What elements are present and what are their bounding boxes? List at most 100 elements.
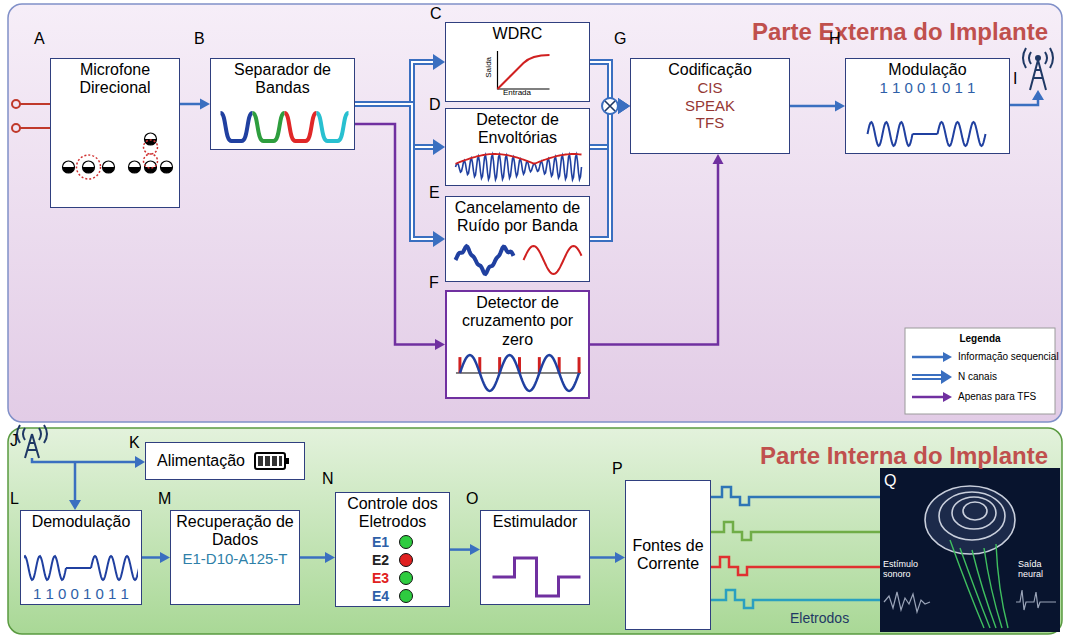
box-title: Detector de Envoltórias xyxy=(449,111,586,148)
stimulator-box: Estimulador xyxy=(480,510,590,605)
box-illustration xyxy=(214,107,351,147)
box-title: Modulação xyxy=(888,61,966,79)
band-splitter-box: Separador de Bandas xyxy=(210,58,355,150)
multi-channel-arrow xyxy=(590,62,630,114)
box-detail: E3 xyxy=(372,570,389,586)
drawn-path xyxy=(996,544,1008,628)
drawn-path xyxy=(938,122,986,146)
drawn-rect xyxy=(272,456,277,466)
mic-drawing xyxy=(54,105,176,205)
alim-drawing xyxy=(253,450,293,472)
box-detail: E1 xyxy=(372,534,389,550)
electrode-status-dot xyxy=(399,535,413,549)
axis-label: Entrada xyxy=(503,89,531,98)
arrow-line-core xyxy=(590,106,618,239)
drawn-path xyxy=(711,487,880,505)
antenna-arrowhead xyxy=(1032,90,1044,100)
sequential-arrow xyxy=(450,544,480,555)
box-title: Separador de Bandas xyxy=(214,61,351,98)
demodulation-box: Demodulação1 1 0 0 1 0 1 1 xyxy=(20,510,142,605)
drawn-ellipse xyxy=(939,492,1005,540)
arrowhead-demod xyxy=(69,500,81,510)
internal-panel: Parte Interna do ImplanteAlimentaçãoDemo… xyxy=(8,428,1062,634)
arrowhead xyxy=(618,98,630,114)
drawn-line xyxy=(578,357,581,373)
callout-letter: H xyxy=(829,30,841,48)
modulation-box: Modulação1 1 0 0 1 0 1 1 xyxy=(845,58,1010,154)
arrow-line xyxy=(450,548,470,551)
drawn-circle xyxy=(129,161,141,173)
arrowhead xyxy=(618,98,630,114)
drawn-path xyxy=(221,113,253,141)
drawn-path xyxy=(456,154,582,179)
drawn-path xyxy=(711,557,880,575)
arrow-line xyxy=(590,164,718,345)
arrow-line xyxy=(590,556,615,559)
callout-letter: G xyxy=(614,30,626,48)
coding-box: CodificaçãoCISSPEAKTFS xyxy=(630,58,790,154)
callout-letter: A xyxy=(34,30,45,48)
drawn-rect xyxy=(265,456,270,466)
drawn-circle xyxy=(161,161,173,173)
antenna-in xyxy=(17,425,47,458)
caption-label: Eletrodos xyxy=(790,611,849,626)
box-illustration xyxy=(253,450,293,472)
box-detail: SPEAK xyxy=(685,97,735,114)
electrode-row: E1 xyxy=(372,534,413,550)
legend-text: Informação sequencial xyxy=(958,351,1059,362)
arrowhead-alim xyxy=(135,456,145,468)
box-illustration xyxy=(449,241,586,279)
callout-letter: B xyxy=(194,30,205,48)
drawn-path xyxy=(129,167,141,173)
drawn-circle xyxy=(144,140,158,154)
estim-drawing xyxy=(484,552,586,602)
legend-samples xyxy=(912,352,952,402)
sep-drawing xyxy=(214,107,351,147)
callout-letter: K xyxy=(129,434,140,452)
arrow-line xyxy=(142,556,160,559)
drawn-path xyxy=(317,113,349,141)
drawn-path xyxy=(1030,60,1046,90)
arrowhead xyxy=(200,99,210,110)
drawn-circle xyxy=(145,133,157,145)
box-detail: E2 xyxy=(372,552,389,568)
callout-letter: O xyxy=(466,490,478,508)
box-detail: E1-D10-A125-T xyxy=(182,550,287,567)
drawn-line xyxy=(912,396,944,399)
drawn-circle xyxy=(145,161,157,173)
sequential-arrow xyxy=(790,101,845,112)
arrowhead xyxy=(325,552,335,563)
box-title: Alimentação xyxy=(157,452,245,470)
box-illustration xyxy=(54,105,176,205)
drawn-path xyxy=(253,113,285,141)
zero-crossing-box: Detector de cruzamento por zero xyxy=(445,290,590,399)
drawn-path xyxy=(161,167,173,173)
drawn-path xyxy=(711,522,880,540)
current-source-box: Fontes de Corrente xyxy=(625,480,711,630)
drawn-polygon xyxy=(943,352,952,362)
sequential-arrow xyxy=(590,552,625,563)
drawn-path xyxy=(145,167,157,173)
cochlea-spiral xyxy=(925,486,1015,554)
internal-panel-ground xyxy=(8,428,1062,634)
box-detail: 1 1 0 0 1 0 1 1 xyxy=(33,585,129,602)
drawn-path xyxy=(460,355,579,391)
drawn-rect xyxy=(258,456,263,466)
sequential-arrow xyxy=(300,552,335,563)
env-drawing xyxy=(449,151,586,183)
drawn-line xyxy=(912,374,942,380)
mic-inputs xyxy=(12,100,50,132)
drawn-rect xyxy=(279,456,282,466)
envelope-detector-box: Detector de Envoltórias xyxy=(445,108,590,186)
drawn-circle xyxy=(77,155,101,179)
arrowhead xyxy=(160,552,170,563)
arrowhead xyxy=(435,339,445,350)
drawn-path xyxy=(103,167,115,173)
box-illustration xyxy=(849,117,1006,151)
box-detail: E4 xyxy=(372,588,389,604)
drawn-circle xyxy=(12,100,20,108)
drawn-path xyxy=(1023,48,1053,68)
drawn-circle xyxy=(103,161,115,173)
drawn-ellipse xyxy=(963,502,987,520)
arrow-line xyxy=(790,105,835,108)
